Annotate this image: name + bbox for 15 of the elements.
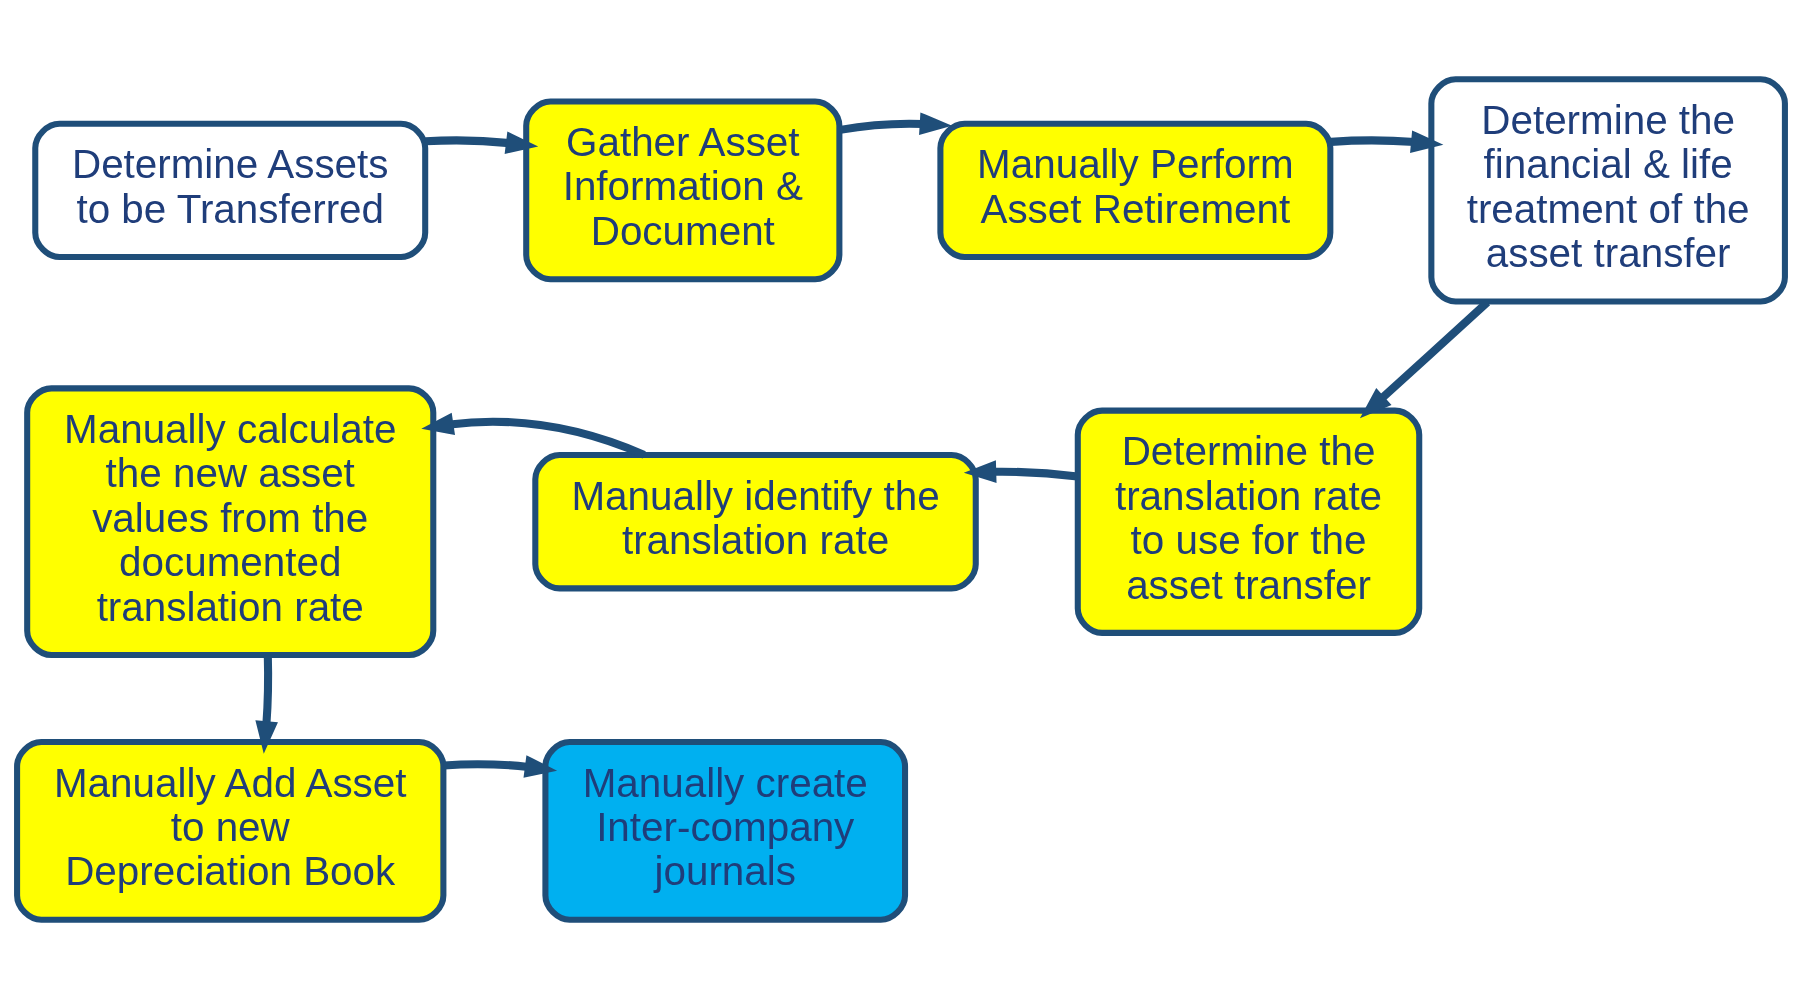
node-box: Manually identify the translation rate bbox=[531, 451, 979, 591]
node-box: Determine Assets to be Transferred bbox=[31, 120, 428, 260]
arrow bbox=[424, 130, 538, 154]
arrow bbox=[963, 459, 1078, 483]
arrow bbox=[443, 754, 557, 778]
arrow bbox=[1330, 129, 1443, 153]
arrow bbox=[254, 655, 278, 754]
node-box: Manually create Inter-company journals bbox=[541, 738, 908, 923]
node-box: Manually Add Asset to new Depreciation Book bbox=[13, 738, 446, 923]
node-box: Determine the translation rate to use for the asset transfer bbox=[1074, 407, 1422, 636]
node-box: Gather Asset Information & Document bbox=[522, 97, 842, 282]
arrow bbox=[420, 412, 646, 459]
node-box: Determine the financial & life treatment of the asset transfer bbox=[1427, 75, 1788, 305]
node-box: Manually calculate the new asset values from the documented translation rate bbox=[23, 384, 436, 658]
node-box: Manually Perform Asset Retirement bbox=[936, 120, 1333, 260]
